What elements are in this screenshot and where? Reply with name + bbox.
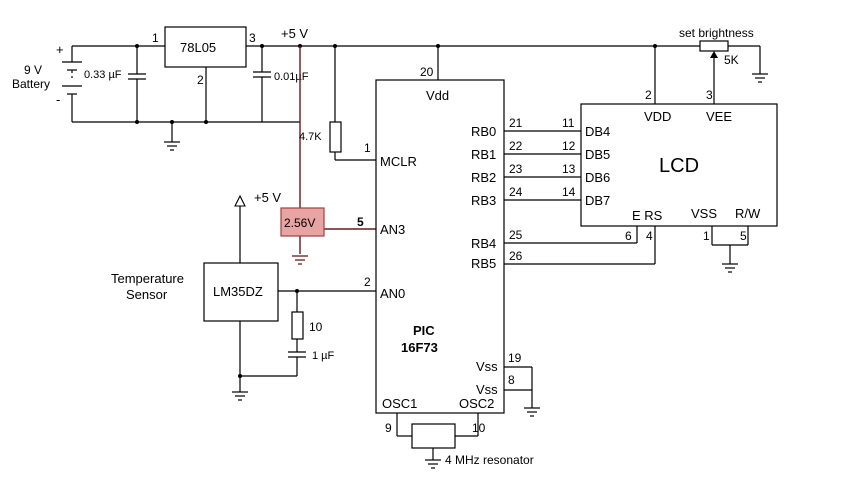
regulator-name: 78L05 (180, 40, 216, 55)
pic-rb4-label: RB4 (471, 236, 496, 251)
sensor-supply-label: +5 V (254, 190, 281, 205)
lcd-e-pin: 6 (625, 229, 632, 243)
regulator-78l05 (164, 26, 247, 68)
capacitor-c1-label: 0.33 µF (84, 69, 122, 81)
brightness-potentiometer (699, 40, 768, 104)
pic-an0-label: AN0 (380, 286, 405, 301)
ground-icon (164, 120, 180, 151)
lcd-rs-pin: 4 (646, 229, 653, 243)
pic-part-number: 16F73 (401, 340, 438, 355)
pic-vdd-pin: 20 (420, 65, 434, 79)
lcd-db4-label: DB4 (585, 124, 610, 139)
lcd-db5-label: DB5 (585, 147, 610, 162)
lcd-vdd-pin: 2 (645, 88, 652, 102)
sensor-resistor-label: 10 (309, 320, 323, 334)
pic-vss2-label: Vss (476, 382, 498, 397)
resonator-4mhz (396, 413, 479, 469)
sensor-title-line1: Temperature (111, 271, 184, 286)
temperature-sensor-section (203, 194, 376, 401)
regulator-pin3: 3 (249, 31, 256, 45)
data-bus (504, 130, 656, 265)
rail-label-5v: +5 V (281, 26, 308, 41)
lcd-db7-label: DB7 (585, 193, 610, 208)
bus-pin-db7: 14 (562, 185, 576, 199)
pic-rb5-label: RB5 (471, 256, 496, 271)
pic-osc1-label: OSC1 (382, 396, 417, 411)
lcd-e-rs-label: E RS (632, 208, 663, 223)
reference-value: 2.56V (284, 216, 315, 230)
pic-vss1-pin: 19 (508, 351, 522, 365)
lcd-title: LCD (659, 155, 699, 177)
mclr-resistor-label: 4.7K (299, 131, 322, 143)
supply-arrow-icon (234, 194, 246, 207)
sensor-capacitor-label: 1 µF (312, 350, 335, 362)
pic-vss2-pin: 8 (508, 373, 515, 387)
battery-label-voltage: 9 V (24, 63, 42, 77)
lcd-db6-label: DB6 (585, 170, 610, 185)
bus-pin-rb3: 24 (509, 185, 523, 199)
pic-mclr-label: MCLR (380, 154, 417, 169)
bus-pin-rb2: 23 (509, 162, 523, 176)
battery-minus: - (56, 92, 60, 107)
capacitor-c2-label: 0.01µF (274, 71, 309, 83)
mclr-pullup-resistor (329, 46, 376, 161)
battery-label-name: Battery (12, 77, 50, 91)
pic-rb2-label: RB2 (471, 170, 496, 185)
pic-rb1-label: RB1 (471, 147, 496, 162)
lcd-vee-pin: 3 (706, 88, 713, 102)
lcd-vdd-label: VDD (644, 109, 671, 124)
pic-rb3-label: RB3 (471, 193, 496, 208)
pic-an3-pin: 5 (357, 215, 364, 229)
lcd-ground (711, 226, 749, 273)
pic-mclr-pin: 1 (364, 141, 371, 155)
pic-vdd-label: Vdd (426, 88, 449, 103)
bus-pin-rb5: 26 (509, 249, 523, 263)
bus-pin-rb0: 21 (509, 116, 523, 130)
sensor-title-line2: Sensor (126, 287, 168, 302)
lcd-vee-label: VEE (706, 109, 732, 124)
bus-pin-db5: 12 (562, 139, 576, 153)
lcd-vss-pin: 1 (703, 229, 710, 243)
sensor-part-number: LM35DZ (213, 284, 263, 299)
bus-pin-rb1: 22 (509, 139, 523, 153)
resonator-pin-osc2: 10 (472, 421, 486, 435)
pic-an3-label: AN3 (380, 222, 405, 237)
pot-value-label: 5K (724, 53, 739, 67)
sensor-lm35dz (203, 262, 279, 322)
lcd-vss-label: VSS (691, 206, 717, 221)
capacitor-c1 (128, 44, 146, 124)
lcd-rw-pin: 5 (740, 229, 747, 243)
battery-plus: + (56, 42, 64, 57)
voltage-reference-2v56 (280, 207, 325, 237)
voltage-reference-section: 2.56V (280, 46, 376, 265)
bus-pin-rb4: 25 (509, 228, 523, 242)
battery-symbol: + - (56, 42, 82, 122)
regulator-pin1: 1 (152, 31, 159, 45)
pic-an0-pin: 2 (364, 275, 371, 289)
pic-microcontroller: 20 Vdd 1 MCLR 5 AN3 2 AN0 RB0 RB1 RB2 RB… (357, 46, 522, 414)
pic-osc2-label: OSC2 (459, 396, 494, 411)
bus-pin-db4: 11 (562, 116, 575, 130)
bus-pin-db6: 13 (562, 162, 576, 176)
resonator-label: 4 MHz resonator (445, 453, 534, 467)
pic-vss1-label: Vss (476, 359, 498, 374)
pic-name: PIC (413, 323, 435, 338)
pic-rb0-label: RB0 (471, 124, 496, 139)
ground-icon (292, 255, 308, 265)
brightness-label: set brightness (679, 26, 754, 40)
lcd-module: LCD DB4 DB5 DB6 DB7 VDD VEE E RS VSS R/W (580, 103, 778, 227)
resonator-pin-osc1: 9 (385, 421, 392, 435)
capacitor-c2 (253, 44, 271, 122)
lcd-rw-label: R/W (735, 206, 761, 221)
wiper-arrow-icon (710, 51, 718, 58)
regulator-pin2: 2 (197, 73, 204, 87)
pic-vss-ground (504, 366, 540, 417)
